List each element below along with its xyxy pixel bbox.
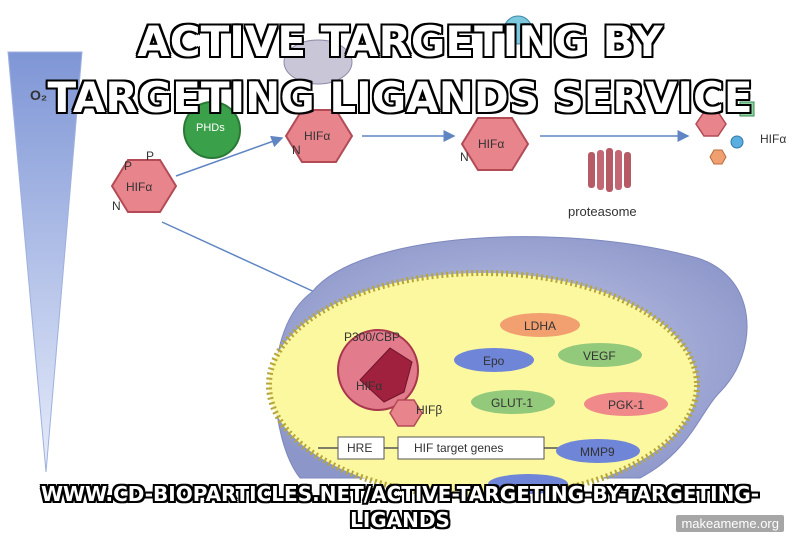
n-label-3: N (460, 150, 469, 164)
ubiquitin-icon (503, 15, 533, 45)
proteasome-icon (588, 148, 631, 192)
arrow-nuclear-translocation (161, 221, 334, 302)
fragment-hex (695, 111, 727, 137)
meme-caption-top-line-2: TARGETING LIGANDS SERVICE (47, 73, 753, 122)
fragment-sphere (730, 135, 744, 149)
hre-label: HRE (347, 441, 372, 455)
hif-alpha-label-1: HIFα (126, 180, 152, 194)
hif-dimer (359, 347, 413, 403)
meme-caption-top-line-1: ACTIVE TARGETING BY (137, 17, 663, 66)
gene-mmp9-label: MMP9 (580, 445, 615, 459)
p-label-1: P (124, 159, 132, 173)
gene-pgk1 (584, 392, 668, 416)
hif-alpha-label-nucleus: HIFα (356, 379, 382, 393)
hre-box (337, 436, 385, 460)
gene-ldha (500, 313, 580, 337)
phds-label: PHDs (196, 122, 225, 134)
oxygen-gradient-wedge (7, 51, 83, 473)
gene-epo-label: Epo (483, 354, 505, 368)
hif-alpha-label-degraded: HIFα (760, 132, 786, 146)
gene-mmp9 (556, 439, 640, 463)
p300-label: P300/CBP (344, 330, 400, 344)
hif-alpha-hex-2 (284, 109, 354, 163)
gene-vegf-label: VEGF (583, 349, 616, 363)
proteasome-label: proteasome (568, 204, 637, 219)
gene-hidden (488, 474, 568, 494)
n-label-2: N (292, 143, 301, 157)
fragment-small-hex (709, 149, 727, 165)
oxygen-label: O₂ (30, 87, 47, 103)
arrow-hydroxylation (175, 135, 284, 177)
hif-alpha-hex-1 (110, 159, 178, 213)
gene-glut1 (471, 390, 555, 414)
gene-epo (454, 348, 534, 372)
hif-alpha-label-3: HIFα (478, 137, 504, 151)
fragment-cube (739, 101, 755, 117)
hif-beta-label: HIFβ (416, 403, 442, 417)
gene-vegf (558, 343, 642, 367)
nucleus-membrane (266, 270, 700, 500)
p-label-2: P (146, 149, 154, 163)
n-label-1: N (112, 199, 121, 213)
hif-beta-hex (389, 399, 423, 427)
hif-alpha-hex-3 (460, 117, 530, 171)
hif-alpha-label-2: HIFα (304, 129, 330, 143)
phds-enzyme (183, 101, 241, 159)
target-genes-label: HIF target genes (414, 441, 503, 455)
gene-pgk1-label: PGK-1 (608, 398, 644, 412)
gene-ldha-label: LDHA (524, 319, 556, 333)
target-genes-box (397, 436, 545, 460)
makeameme-watermark: makeameme.org (676, 515, 784, 532)
vhl-complex (283, 39, 353, 85)
meme-caption-bottom: WWW.CD-BIOPARTICLES.NET/ACTIVE-TARGETING… (40, 482, 760, 532)
gene-glut1-label: GLUT-1 (491, 396, 533, 410)
